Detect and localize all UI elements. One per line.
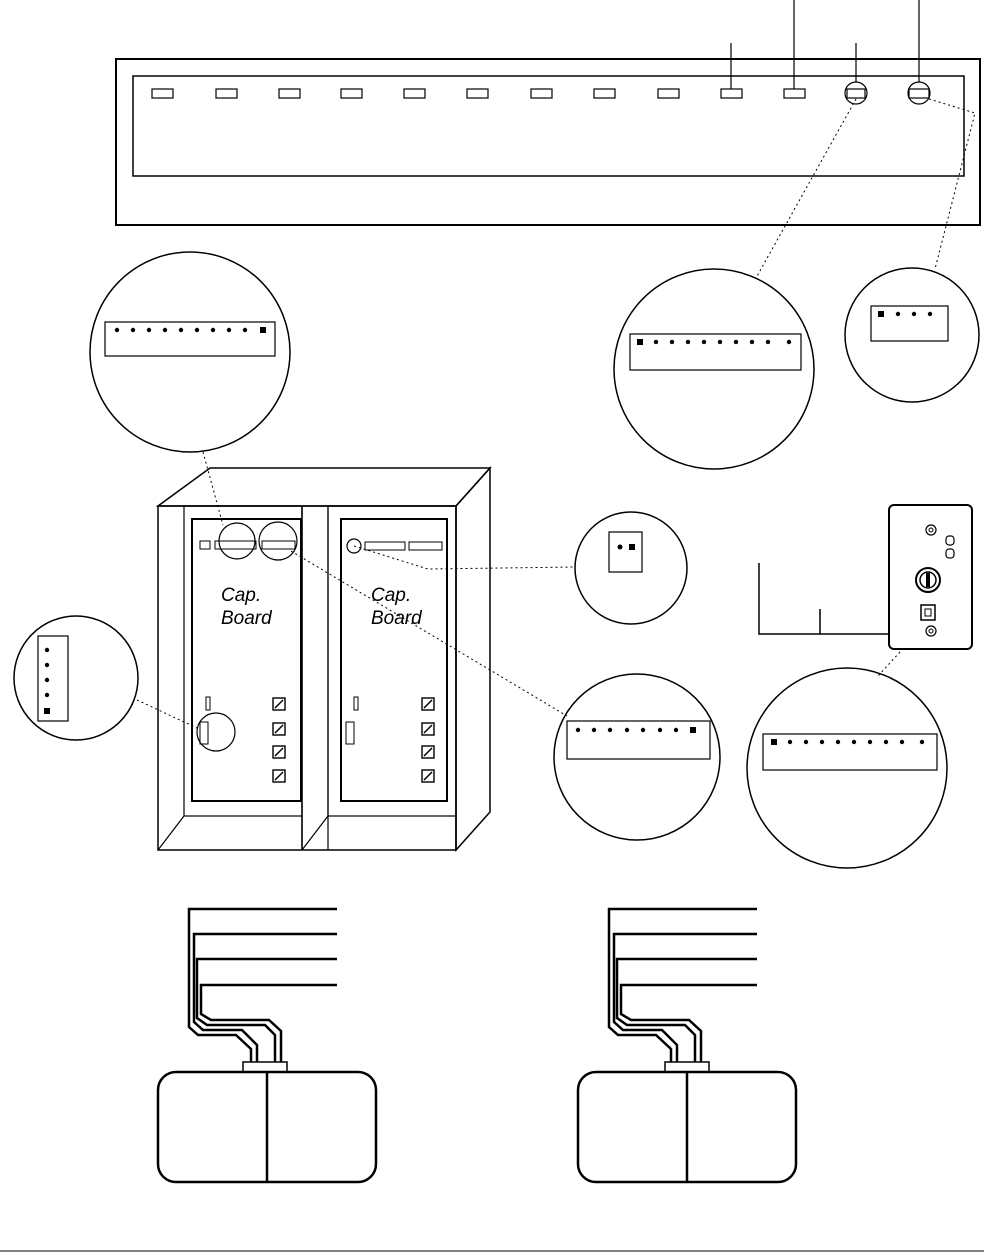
key-panel-wiring — [759, 563, 889, 634]
rack-port — [658, 89, 679, 98]
battery-left-wires — [189, 909, 337, 1062]
rack-port — [216, 89, 237, 98]
connector-pin-column — [44, 648, 50, 714]
connector-pin-row — [637, 339, 791, 345]
phone-jack-icon[interactable] — [921, 605, 935, 620]
cap-board-left-side-connector — [197, 713, 235, 751]
battery-right-wires — [609, 909, 757, 1062]
connector-pin-row — [878, 311, 932, 317]
rack-port — [531, 89, 552, 98]
cap-board-right: Cap. Board — [341, 519, 447, 801]
rack-port-row — [152, 89, 805, 98]
rack-port — [467, 89, 488, 98]
detail-callout-2-pin — [575, 512, 687, 624]
rack-panel — [116, 0, 980, 225]
cap-board-left: Cap. Board — [192, 519, 301, 801]
cap-board-left-top-connectors — [200, 522, 297, 560]
rack-port — [279, 89, 300, 98]
screw-top — [926, 525, 936, 535]
screw-bottom — [926, 626, 936, 636]
rack-port — [404, 89, 425, 98]
keyswitch-icon[interactable] — [916, 568, 940, 592]
cap-board-left-terminals — [273, 698, 285, 782]
rack-port — [341, 89, 362, 98]
rack-port — [594, 89, 615, 98]
cap-board-right-top-connectors — [347, 539, 442, 553]
detail-callout-10-pin-left — [90, 252, 290, 452]
battery-icon — [578, 1062, 796, 1182]
rack-circled-port-right — [908, 82, 930, 104]
rack-circled-port-left — [845, 82, 867, 104]
detail-callout-10-pin-keypanel — [747, 668, 947, 868]
cap-board-right-terminals — [422, 698, 434, 782]
cabinet: Cap. Board — [158, 468, 490, 850]
cap-board-left-label-line1: Cap. — [221, 585, 261, 606]
detail-callout-8-pin — [554, 674, 720, 840]
detail-callout-5-pin-vertical — [14, 616, 138, 740]
connector-pin-row — [115, 327, 266, 333]
rack-port — [784, 89, 805, 98]
cap-board-left-label-line2: Board — [221, 608, 273, 629]
key-panel — [889, 505, 972, 649]
battery-icon — [158, 1062, 376, 1182]
rack-port — [152, 89, 173, 98]
rack-port — [721, 89, 742, 98]
detail-callout-4-pin — [845, 268, 979, 402]
connector-pin-row — [576, 727, 696, 733]
detail-callout-10-pin-right — [614, 269, 814, 469]
connector-pin-row — [771, 739, 924, 745]
led-indicators — [946, 536, 954, 558]
cabinet-bay-right — [302, 506, 456, 850]
